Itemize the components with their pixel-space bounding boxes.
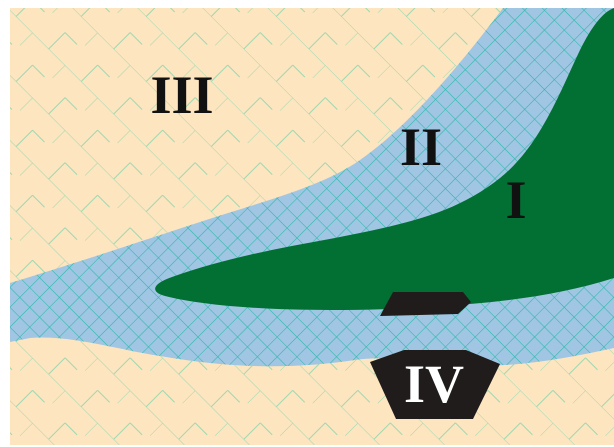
region-i-label: I [505,170,526,230]
region-ii-label: II [400,117,442,177]
region-iv-label: IV [404,354,464,414]
region-iii-label: III [150,65,213,125]
region-iv [370,350,500,419]
region-iv-top [380,292,471,316]
region-i [155,8,614,310]
